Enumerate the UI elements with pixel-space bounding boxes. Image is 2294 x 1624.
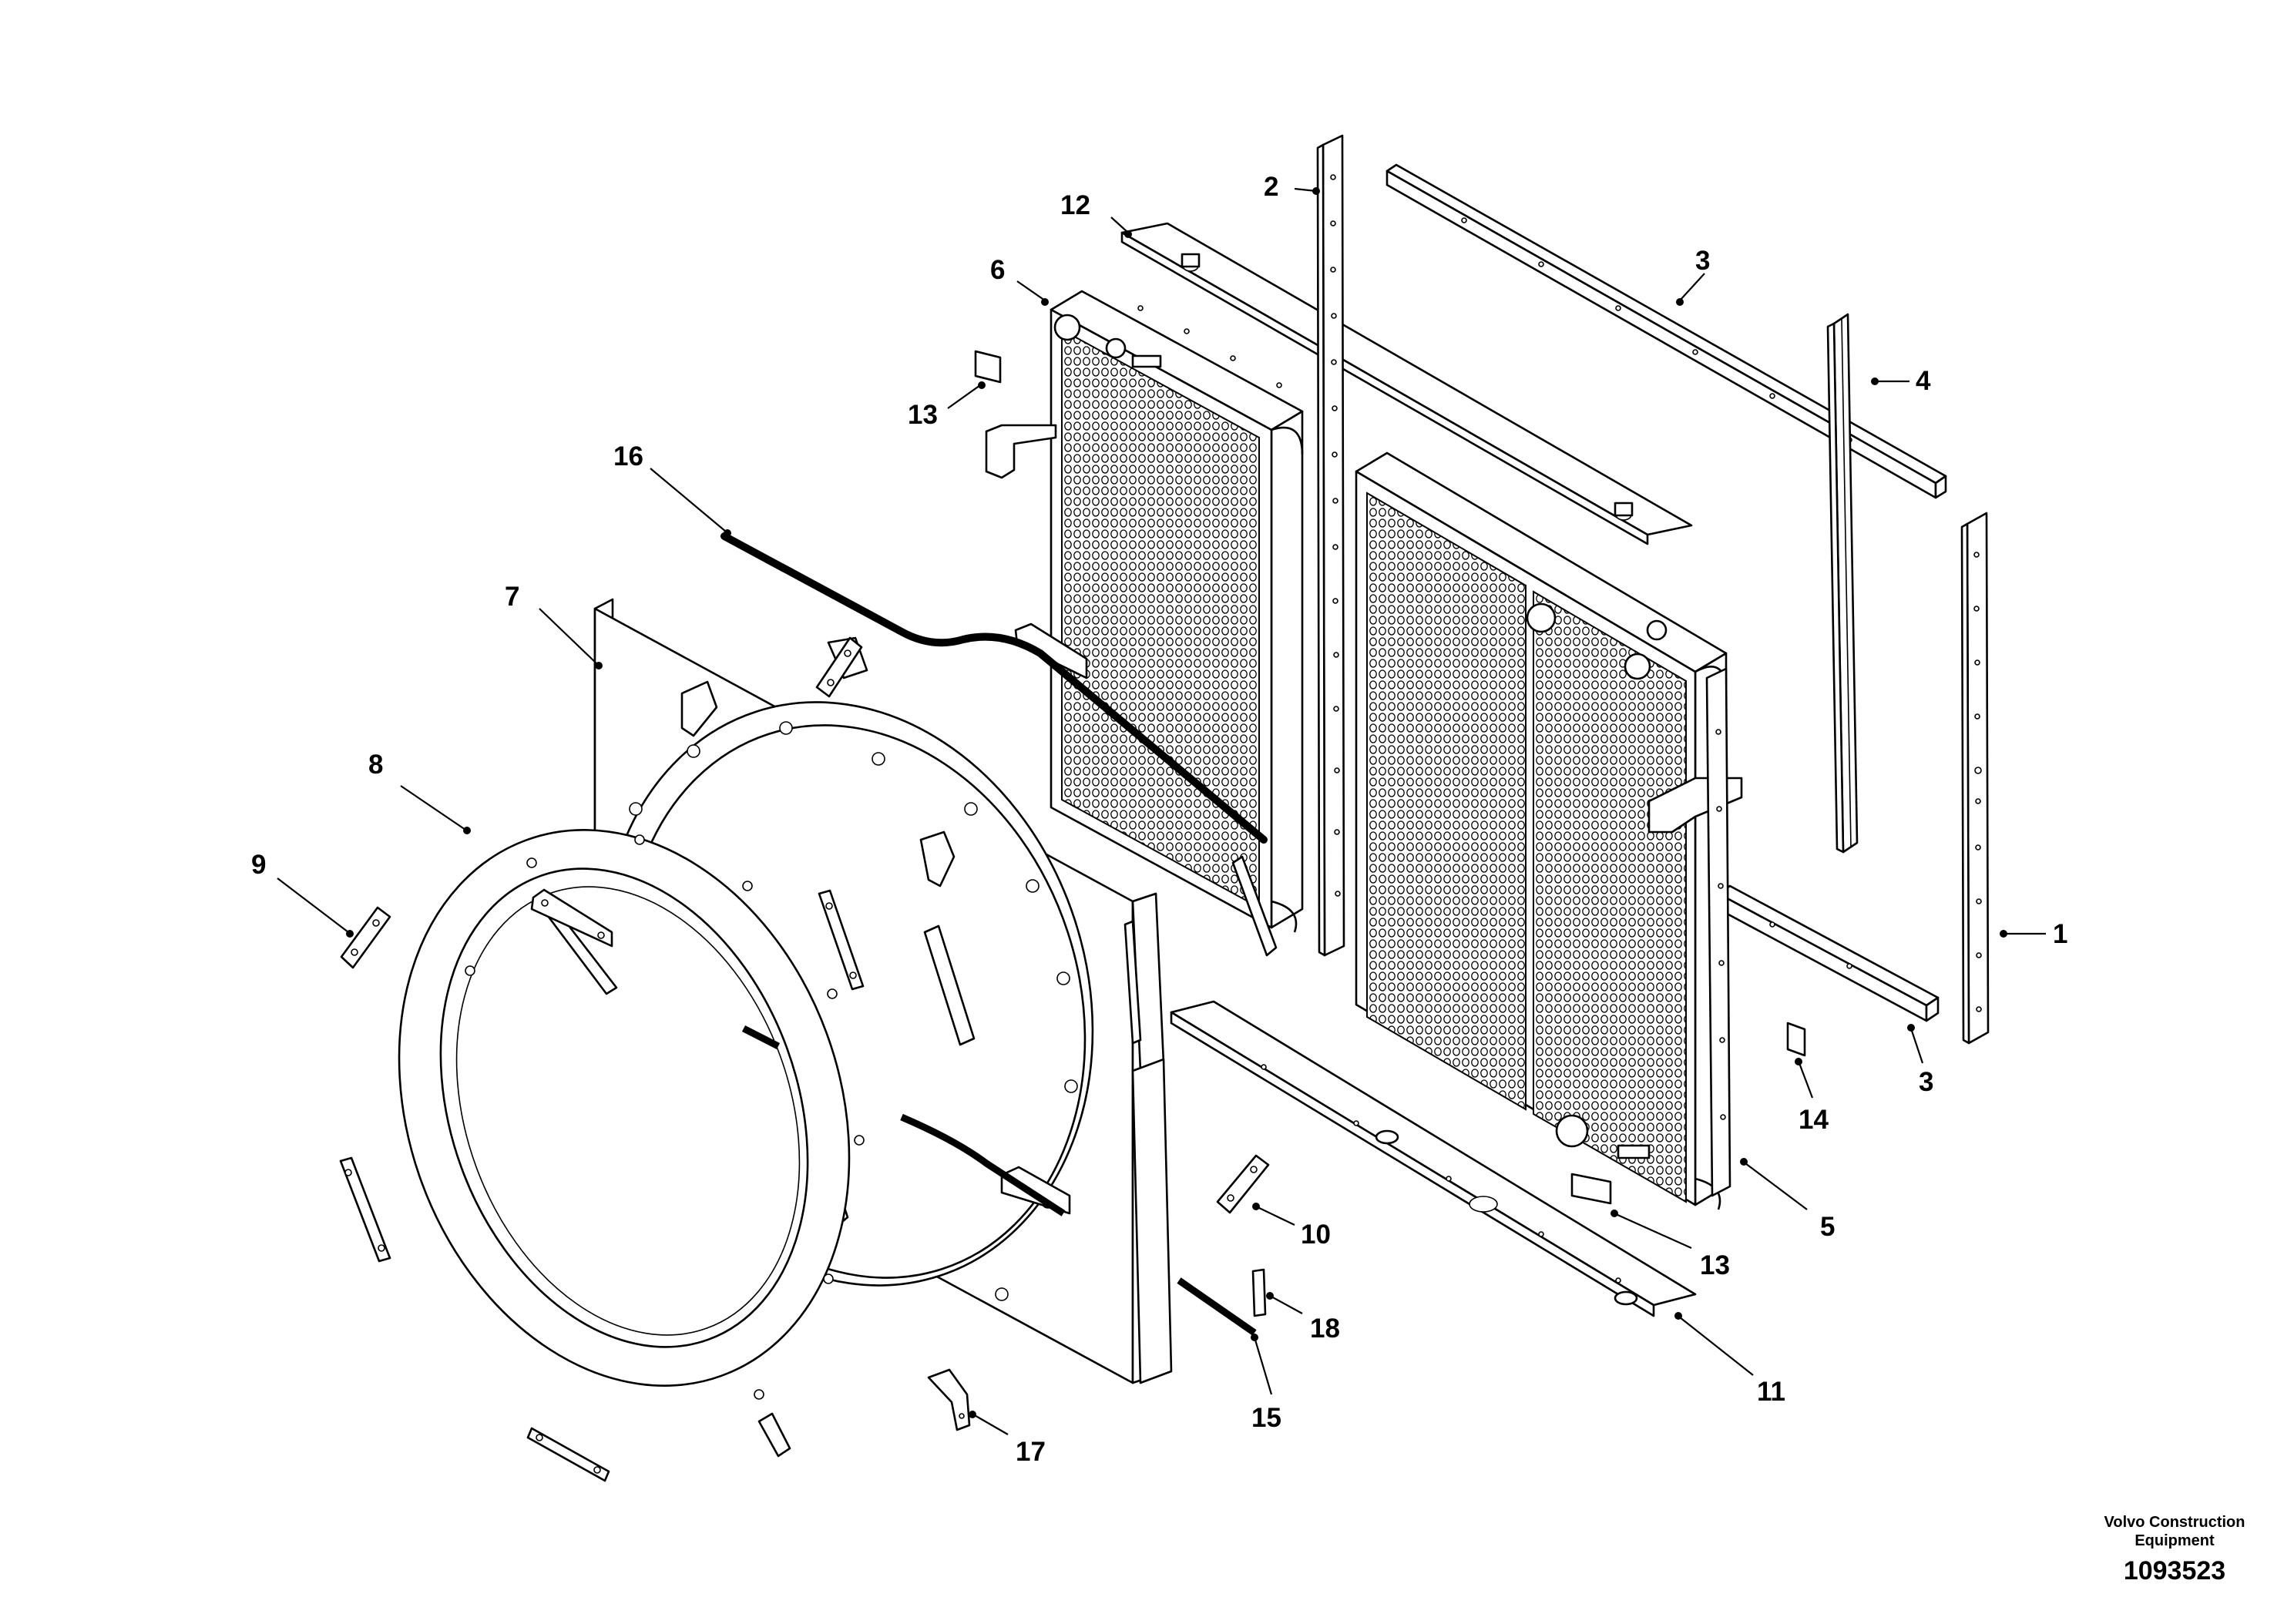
callout-5: 5	[1820, 1212, 1835, 1242]
angle-strip-bottom	[1717, 884, 1940, 1022]
vertical-channel-4	[1826, 313, 1859, 854]
callout-11: 11	[1757, 1377, 1785, 1407]
angle-strip-top	[1385, 163, 1947, 499]
leader-3a	[1679, 273, 1705, 301]
leader-12	[1110, 216, 1129, 233]
leader-6	[1016, 280, 1046, 301]
radiator-core-lower	[1355, 451, 1743, 1210]
vertical-strip-1	[1960, 512, 1990, 1045]
radiator-core-upper	[985, 290, 1304, 957]
callout-4: 4	[1916, 366, 1931, 396]
label-plate-a	[974, 350, 1002, 384]
leader-11	[1679, 1317, 1754, 1376]
clip-loose-e	[818, 889, 865, 991]
leader-8	[400, 785, 466, 830]
callout-labels: 1 2 3 3 4 5 6 7 8 9 10 11 12 13 13 14 15…	[251, 172, 2067, 1467]
clip-9	[340, 906, 391, 969]
leader-16	[650, 468, 727, 532]
callout-13-bottom: 13	[1700, 1250, 1730, 1280]
fan-shroud	[593, 598, 1173, 1384]
copyright-line-1: Volvo Construction	[2104, 1514, 2245, 1531]
clip-loose-c	[526, 1427, 610, 1482]
copyright-line-2: Equipment	[2134, 1532, 2215, 1549]
leader-14	[1798, 1062, 1814, 1099]
leader-18	[1269, 1295, 1303, 1314]
leader-17	[972, 1414, 1009, 1435]
leader-15	[1253, 1337, 1273, 1395]
strip-15	[1177, 1277, 1257, 1336]
callout-10: 10	[1301, 1220, 1331, 1250]
leader-13a	[947, 384, 981, 409]
seal-ring	[398, 829, 865, 1458]
leader-10	[1257, 1206, 1295, 1226]
vertical-bar-2	[1316, 134, 1345, 957]
leader-lines	[277, 187, 2046, 1435]
leader-9	[277, 877, 349, 933]
copyright-block: Volvo Construction Equipment 1093523	[2104, 1514, 2245, 1585]
callout-7: 7	[505, 582, 519, 612]
leader-7	[539, 608, 598, 665]
callout-1: 1	[2053, 919, 2067, 949]
bottom-plate	[1170, 1000, 1697, 1317]
callout-8: 8	[368, 750, 383, 780]
clip-loose-a	[815, 636, 863, 698]
leader-5	[1745, 1163, 1808, 1210]
shim-18	[1251, 1268, 1267, 1317]
callout-13-top: 13	[908, 400, 938, 430]
clip-loose-d	[530, 888, 613, 948]
callout-18: 18	[1310, 1314, 1340, 1344]
label-plate-14	[1786, 1022, 1806, 1057]
top-cover-plate	[1120, 222, 1693, 545]
callout-9: 9	[251, 850, 266, 880]
callout-6: 6	[990, 255, 1005, 285]
clip-10	[1216, 1154, 1270, 1214]
callout-3-bottom: 3	[1919, 1067, 1933, 1097]
callout-16: 16	[613, 441, 643, 471]
leader-3b	[1909, 1028, 1924, 1064]
rubber-seal-strip	[720, 532, 1268, 1216]
callout-17: 17	[1016, 1437, 1046, 1467]
callout-3-top: 3	[1695, 246, 1710, 276]
callout-12: 12	[1060, 190, 1090, 220]
label-plate-b	[1570, 1173, 1612, 1205]
callout-15: 15	[1251, 1403, 1281, 1433]
callout-14: 14	[1799, 1105, 1829, 1135]
document-number: 1093523	[2124, 1556, 2225, 1585]
callout-2: 2	[1264, 172, 1278, 202]
leader-13b	[1615, 1213, 1692, 1250]
bracket-17	[927, 1368, 971, 1431]
clip-loose-b	[339, 1156, 391, 1263]
